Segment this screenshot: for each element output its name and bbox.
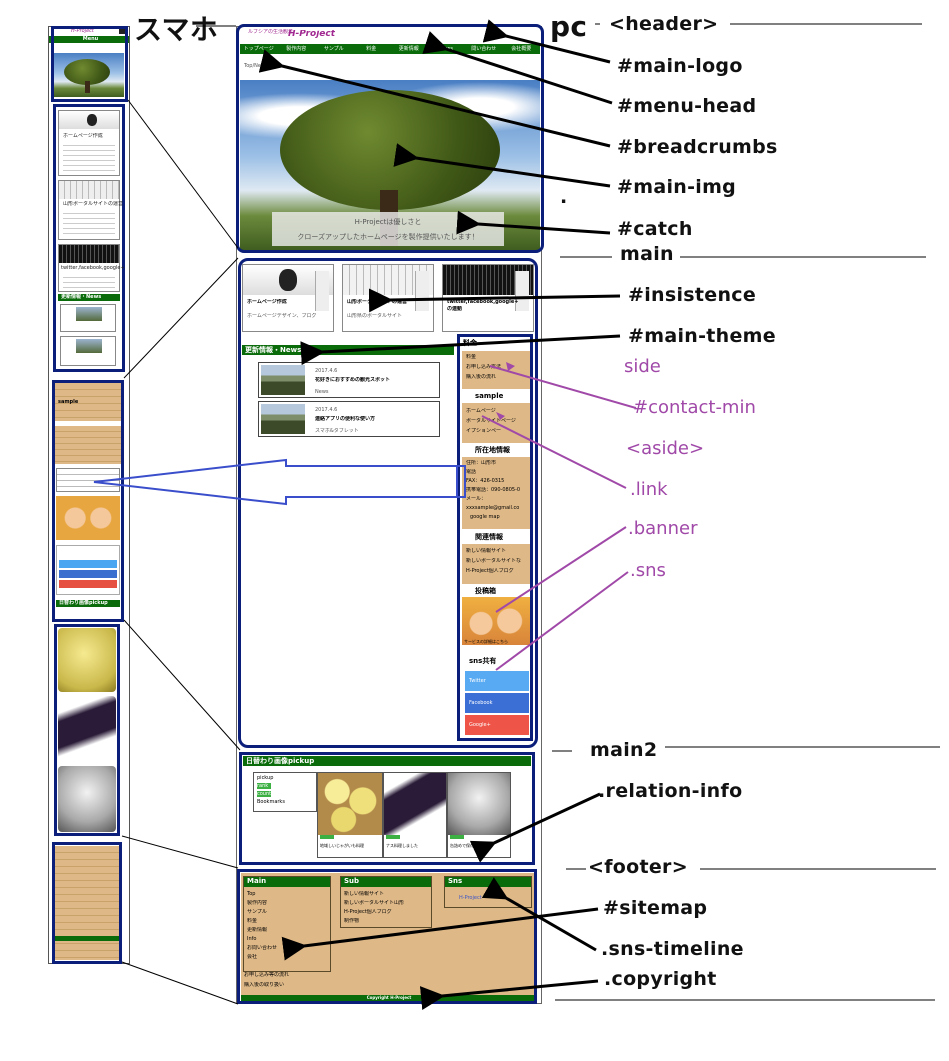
sp-news-item-2 <box>60 336 116 366</box>
label-smartphone: スマホ <box>134 8 218 48</box>
label-relation-info: .relation-info <box>598 780 742 802</box>
label-side: side <box>624 356 661 377</box>
label-dot: . <box>560 186 568 208</box>
label-sitemap: #sitemap <box>603 897 707 919</box>
sp-side-link <box>56 468 120 492</box>
sp-card-keyboard: 山形ポータルサイトの運営 <box>58 180 120 240</box>
label-breadcrumbs: #breadcrumbs <box>617 136 778 158</box>
pc-main2-frame <box>239 752 535 865</box>
label-link: .link <box>630 479 668 500</box>
pc-footer-frame <box>237 869 537 1004</box>
label-footer: <footer> <box>588 856 688 878</box>
sp-side-banner <box>56 496 120 540</box>
sp-photo-potato <box>58 628 116 692</box>
sp-footer-content <box>55 846 119 960</box>
sp-photo-can <box>58 766 116 832</box>
mapping-lines <box>122 26 240 1004</box>
sp-photo-eggplant <box>58 696 116 762</box>
sp-side-sample: sample <box>55 398 121 424</box>
label-main-img: #main-img <box>617 176 736 198</box>
sp-header-frame <box>51 26 128 102</box>
label-insistence: #insistence <box>628 284 756 306</box>
label-main: main <box>620 243 674 265</box>
sp-pickup-title-text: 日替わり画像pickup <box>59 600 108 606</box>
label-sns-timeline: .sns-timeline <box>601 938 744 960</box>
label-main-logo: #main-logo <box>617 55 743 77</box>
sp-card-twitter: twitter,facebook,google+ <box>58 244 120 292</box>
label-banner: .banner <box>628 518 697 539</box>
label-copyright: .copyright <box>604 968 717 990</box>
guide-lines <box>552 24 940 1000</box>
label-catch: #catch <box>617 218 693 240</box>
sp-news-title: 更新情報・News <box>58 294 120 301</box>
sp-news-item-1 <box>60 304 116 332</box>
label-menu-head: #menu-head <box>617 95 756 117</box>
sp-card-apple: ホームページ作成 <box>58 110 120 176</box>
label-aside: <aside> <box>626 438 704 459</box>
label-main-theme: #main-theme <box>628 325 776 347</box>
sp-side-sample-label: sample <box>58 399 78 405</box>
label-header: <header> <box>609 13 718 35</box>
sp-side-address <box>55 426 121 464</box>
label-main2: main2 <box>590 739 657 761</box>
sp-news-title-text: 更新情報・News <box>61 294 101 300</box>
pc-side-frame <box>457 334 533 741</box>
label-pc: pc <box>550 10 587 43</box>
label-contact-min: #contact-min <box>633 397 756 418</box>
sp-footer-bar <box>55 936 119 941</box>
sp-side-sns <box>56 545 120 595</box>
sp-pickup-title: 日替わり画像pickup <box>56 600 120 607</box>
label-sns: .sns <box>630 560 666 581</box>
pc-header-frame <box>236 24 544 253</box>
